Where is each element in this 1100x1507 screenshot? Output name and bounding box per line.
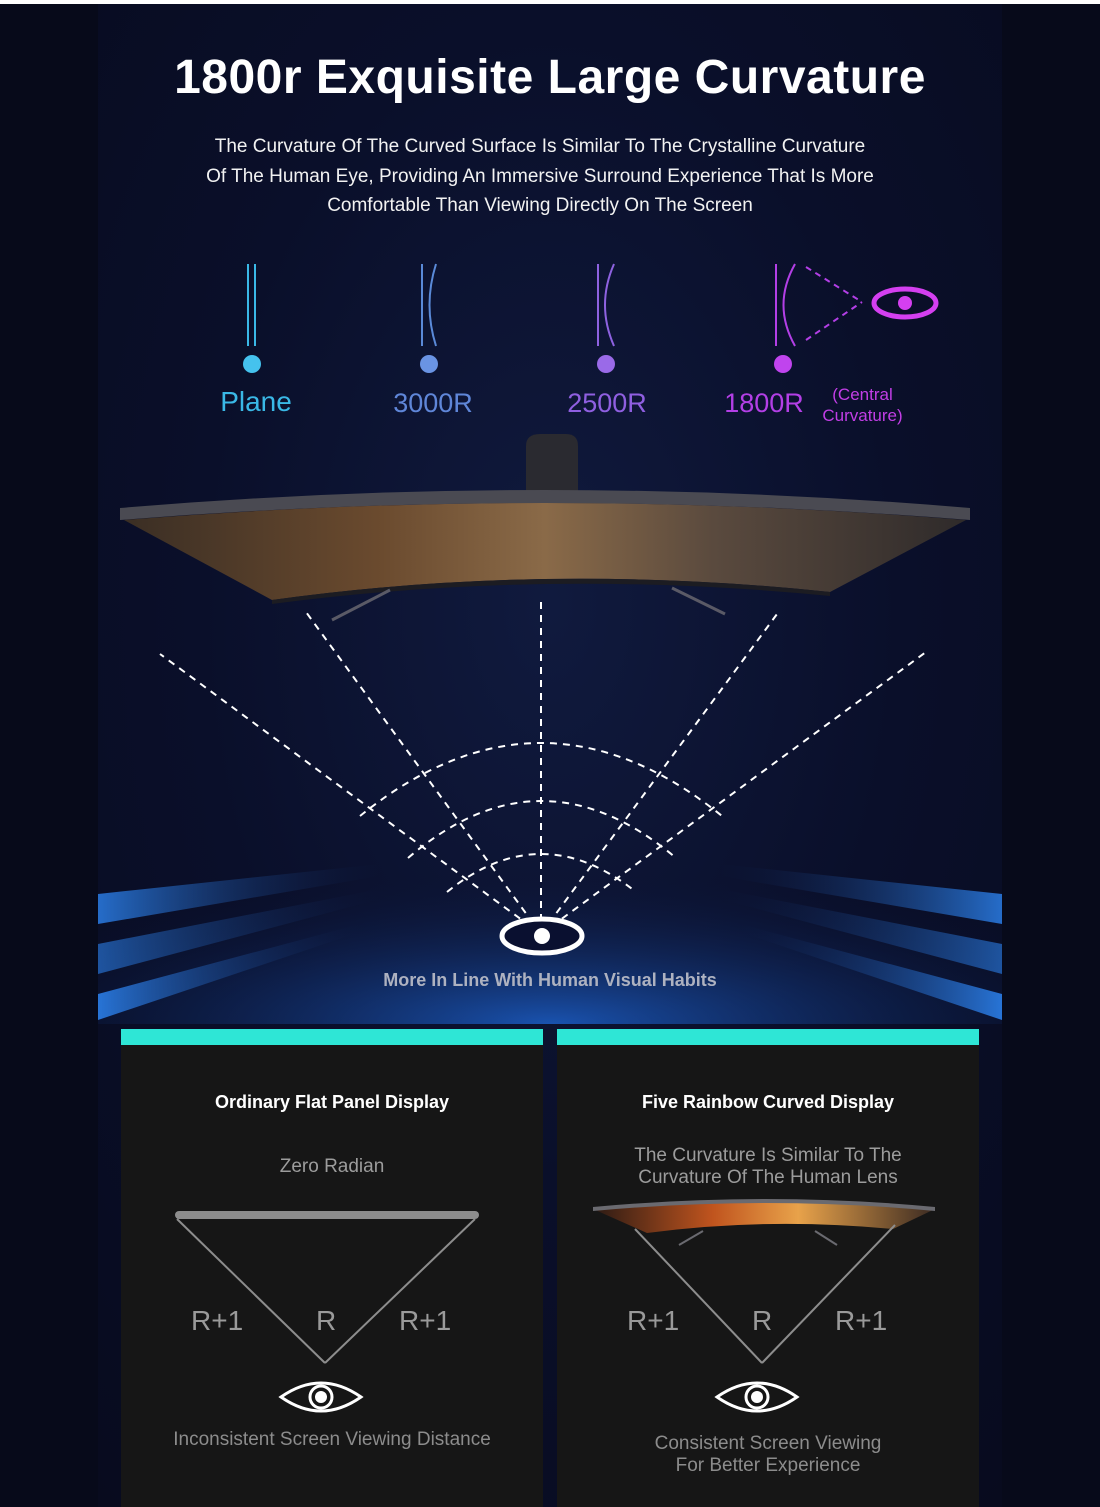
monitor-leg-right [671, 586, 726, 616]
subtitle-line-1: The Curvature Of The Curved Surface Is S… [214, 136, 866, 157]
left-dark-margin [0, 4, 98, 1507]
central-note-line-2: Curvature) [822, 406, 903, 425]
plane-dot [243, 355, 261, 373]
corridor-left [98, 864, 380, 1020]
card-curved-display: Five Rainbow Curved Display The Curvatur… [557, 1029, 979, 1507]
2500r-dot [597, 355, 615, 373]
label-3000r: 3000R [393, 388, 473, 418]
curved-screen-image [593, 1201, 935, 1233]
central-note-line-1: (Central [832, 385, 893, 404]
monitor-stand [526, 434, 578, 494]
card-curved-footer-line-1: Consistent Screen Viewing [654, 1433, 882, 1454]
flat-diagram [175, 1211, 479, 1364]
card-curved-footer-line-2: For Better Experience [675, 1455, 861, 1476]
card-flat-display: Ordinary Flat Panel Display Zero Radian … [121, 1029, 543, 1507]
curved-monitor-visual [98, 434, 1002, 1024]
card-curved-subtitle-line-1: The Curvature Is Similar To The [634, 1145, 902, 1166]
1800r-dot [774, 355, 792, 373]
page-title: 1800r Exquisite Large Curvature [174, 51, 926, 104]
curve-2500r-icon [597, 263, 615, 347]
curvature-scale-graphic [148, 263, 939, 373]
corridor-glow [98, 804, 1002, 1024]
curved-diagram [593, 1199, 935, 1364]
label-2500r: 2500R [567, 388, 647, 418]
card-curved-subtitle: The Curvature Is Similar To The Curvatur… [557, 1145, 979, 1189]
3000r-dot [420, 355, 438, 373]
viewing-fan [159, 596, 927, 935]
corridor-right [720, 864, 1002, 1020]
card-curved-footer: Consistent Screen Viewing For Better Exp… [557, 1433, 979, 1477]
curved-label-center: R [752, 1305, 773, 1336]
card-curved-title: Five Rainbow Curved Display [641, 1092, 895, 1112]
card-flat-title: Ordinary Flat Panel Display [214, 1092, 450, 1112]
product-banner: 1800r Exquisite Large Curvature The Curv… [0, 4, 1100, 1507]
label-plane: Plane [220, 386, 292, 417]
visual-caption: More In Line With Human Visual Habits [383, 970, 717, 990]
curved-label-right: R+1 [835, 1305, 888, 1336]
monitor-bottom-edge [272, 578, 830, 604]
right-dark-margin [1002, 4, 1100, 1507]
central-curvature-note: (Central Curvature) [810, 384, 915, 426]
eye-icon [871, 286, 939, 320]
eye-icon [714, 1381, 800, 1413]
curve-1800r-icon [775, 263, 863, 347]
monitor-top-edge [120, 490, 970, 520]
monitor-leg-left [331, 588, 391, 622]
monitor-screen [124, 503, 966, 600]
card-flat-subtitle: Zero Radian [279, 1156, 385, 1177]
card-curved-subtitle-line-2: Curvature Of The Human Lens [638, 1167, 898, 1188]
flat-label-left: R+1 [191, 1305, 244, 1336]
flat-label-right: R+1 [399, 1305, 452, 1336]
page-subtitle: The Curvature Of The Curved Surface Is S… [160, 132, 920, 221]
flat-screen-bar [175, 1211, 479, 1219]
flat-label-center: R [316, 1305, 337, 1336]
curve-3000r-icon [421, 263, 437, 347]
viewer-eye-icon [499, 916, 585, 956]
curved-label-left: R+1 [627, 1305, 680, 1336]
subtitle-line-3: Comfortable Than Viewing Directly On The… [327, 195, 753, 216]
subtitle-line-2: Of The Human Eye, Providing An Immersive… [206, 165, 874, 187]
eye-icon [278, 1381, 364, 1413]
label-1800r: 1800R [724, 388, 804, 418]
plane-screen-icon [247, 264, 256, 346]
card-flat-footer: Inconsistent Screen Viewing Distance [173, 1429, 491, 1450]
